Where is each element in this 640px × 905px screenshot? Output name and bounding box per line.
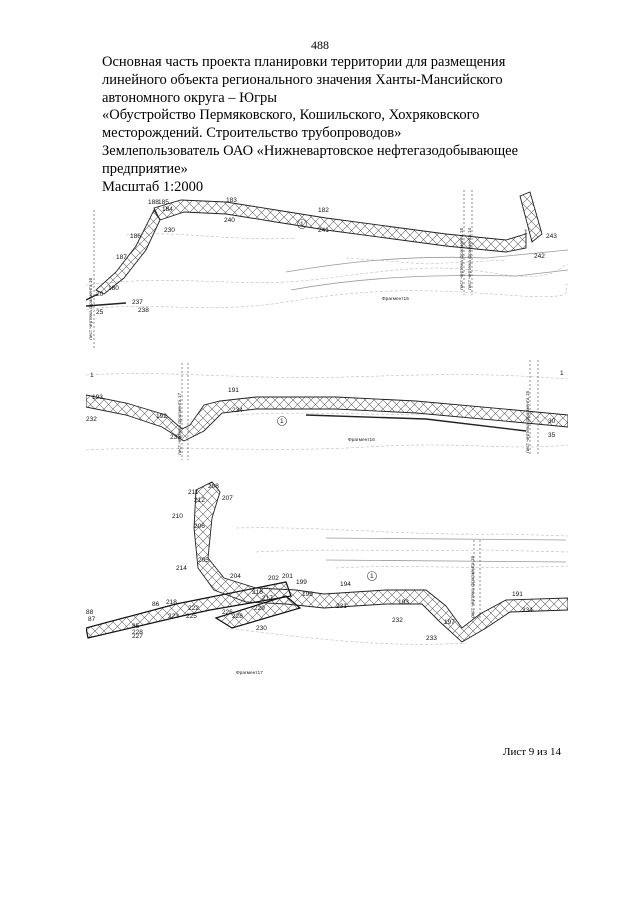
point-label: 85	[132, 623, 140, 630]
point-label: 225	[186, 613, 197, 620]
point-label: 238	[138, 307, 149, 314]
point-label: 212	[194, 497, 205, 504]
point-label: 234	[522, 607, 533, 614]
point-label: 228	[132, 629, 143, 636]
heading-line: предприятие»	[102, 160, 188, 177]
point-labels: 208 211 212 207 210 206 205 214 204 202 …	[86, 483, 533, 642]
sheet-label: лист чертежа фрагмента 17	[177, 392, 183, 455]
point-label: 188	[148, 199, 159, 206]
point-label: 234	[232, 407, 243, 414]
heading-line: автономного округа – Югры	[102, 89, 278, 106]
point-label: 193	[92, 394, 103, 401]
point-label: 186	[130, 233, 141, 240]
point-label: 210	[172, 513, 183, 520]
heading-line: «Обустройство Пермяковского, Кошильского…	[102, 107, 480, 124]
point-label: 86	[152, 601, 160, 608]
point-label: 197	[444, 619, 455, 626]
point-label: 206	[194, 523, 205, 530]
heading-line: Основная часть проекта планировки террит…	[102, 54, 506, 70]
point-label: 237	[132, 299, 143, 306]
point-label: 1	[90, 372, 94, 379]
point-label: 187	[116, 254, 127, 261]
sheet-label: лист чертежа фрагмента 14	[467, 227, 473, 290]
point-label: 180	[108, 285, 119, 292]
map-fragment-15: лист чертежа фрагмента 16 лист чертежа ф…	[86, 190, 568, 350]
point-label: 230	[164, 227, 175, 234]
point-label: 217	[262, 595, 273, 602]
point-labels: 188 185 184 183 182 240 241 230 186 187 …	[96, 197, 557, 316]
point-label: 1	[524, 229, 528, 236]
heading-line: Землепользователь ОАО «Нижневартовское н…	[102, 142, 519, 159]
point-label: 211	[188, 489, 199, 496]
point-label: 88	[86, 609, 94, 616]
point-label: 207	[222, 495, 233, 502]
point-label: 233	[170, 434, 181, 441]
point-label: 222	[188, 605, 199, 612]
point-label: 241	[318, 227, 329, 234]
sheet-label: лист чертежа фрагмента 16	[88, 277, 94, 340]
point-label: 1	[370, 573, 374, 580]
sheet-label: лист чертежа фрагмента 16	[470, 555, 476, 618]
point-label: 223	[168, 613, 179, 620]
page-number: 488	[311, 38, 329, 52]
heading-line: линейного объекта регионального значения…	[102, 71, 503, 88]
point-label: 191	[228, 387, 239, 394]
point-label: 1	[560, 370, 564, 377]
point-label: 229	[254, 605, 265, 612]
point-label: 1	[280, 418, 284, 425]
point-label: 1	[300, 221, 304, 228]
point-label: 191	[512, 591, 523, 598]
point-label: 243	[546, 233, 557, 240]
document-heading: Основная часть проекта планировки террит…	[102, 54, 572, 196]
fragment-name: Фрагмент17	[236, 670, 263, 676]
point-label: 195	[302, 591, 313, 598]
fragment-name: Фрагмент15	[382, 296, 409, 302]
point-label: 193	[398, 599, 409, 606]
point-label: 184	[162, 206, 173, 213]
point-label: 208	[208, 483, 219, 490]
point-label: 216	[252, 589, 263, 596]
point-label: 202	[268, 575, 279, 582]
point-label: 194	[340, 581, 351, 588]
point-label: 182	[318, 207, 329, 214]
point-label: 20	[96, 291, 104, 298]
point-label: 30	[548, 418, 556, 425]
sheet-label: лист чертежа фрагмента 15	[459, 227, 465, 290]
point-label: 232	[86, 416, 97, 423]
point-label: 230	[256, 625, 267, 632]
point-label: 227	[132, 633, 143, 640]
pipeline-corridor	[95, 191, 543, 295]
point-label: 242	[534, 253, 545, 260]
map-scale: Масштаб 1:2000	[102, 178, 204, 195]
point-label: 25	[96, 309, 104, 316]
fragment-name: Фрагмент16	[348, 437, 375, 443]
heading-line: месторождений. Строительство трубопровод…	[102, 125, 402, 142]
point-label: 183	[226, 197, 237, 204]
point-labels: 193 232 192 233 191 234 1 1 30 35 1	[86, 370, 564, 441]
point-label: 204	[230, 573, 241, 580]
point-label: 233	[426, 635, 437, 642]
point-label: 185	[158, 199, 169, 206]
map-fragment-17: лист чертежа фрагмента 16 208 211 212 20…	[86, 478, 568, 688]
point-label: 231	[336, 603, 347, 610]
point-label: 240	[224, 217, 235, 224]
sheet-label: лист чертежа фрагмента 15	[525, 390, 531, 453]
point-label: 192	[156, 413, 167, 420]
point-label: 205	[198, 557, 209, 564]
point-label: 226	[222, 609, 233, 616]
parcel-outlines	[86, 581, 302, 639]
point-label: 218	[166, 599, 177, 606]
point-label: 199	[296, 579, 307, 586]
pipeline-corridor	[86, 394, 568, 442]
point-label: 201	[282, 573, 293, 580]
point-label: 228	[232, 613, 243, 620]
point-label: 87	[88, 616, 96, 623]
point-label: 35	[548, 432, 556, 439]
point-label: 214	[176, 565, 187, 572]
point-label: 232	[392, 617, 403, 624]
sheet-number: Лист 9 из 14	[503, 746, 562, 758]
map-fragment-16: лист чертежа фрагмента 17 лист чертежа ф…	[86, 355, 568, 465]
background-contours	[86, 233, 568, 311]
